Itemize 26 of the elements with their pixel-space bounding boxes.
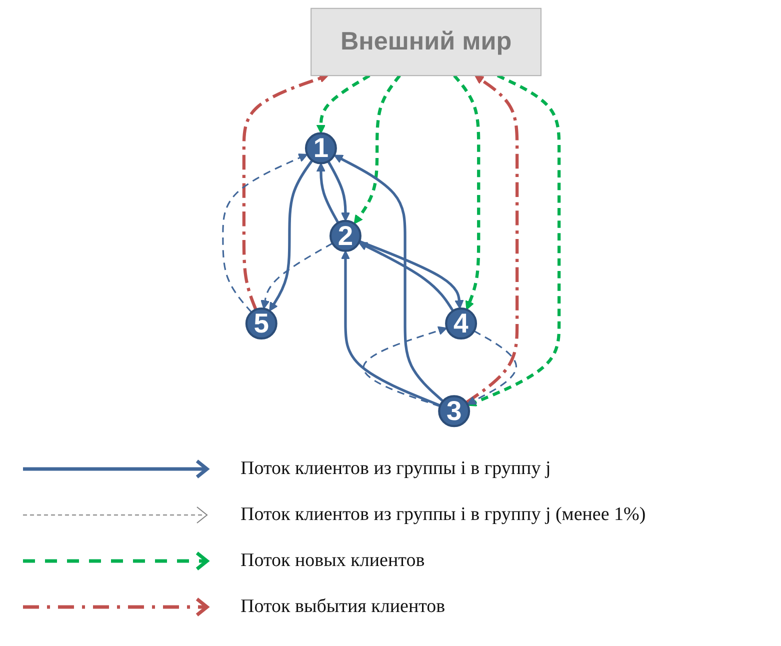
legend-label: Поток клиентов из группы i в группу j (менее 1%) [240,504,646,526]
arrow [362,326,447,408]
node-circle [328,220,361,252]
arrow [260,242,332,310]
arrow [222,154,308,313]
arrow [340,250,440,407]
flow-diagram: Внешний мир 1 3 5 2 4 [6,0,776,440]
arrow [452,74,480,310]
arrow [316,74,370,134]
legend-label: Поток выбытия клиентов [240,596,446,618]
arrow [333,154,444,402]
arrow [326,160,350,222]
arrow [268,160,313,312]
node-circle [438,395,470,428]
arrow [464,75,518,404]
legend-label: Поток новых клиентов [240,550,425,572]
node-box [310,8,542,76]
arrow [466,330,517,405]
legend-label: Поток клиентов из группы i в группу j [240,458,551,480]
node-circle [304,132,336,164]
arrow [353,74,400,224]
arrow [466,74,560,406]
node-circle [244,308,277,340]
arrow [316,162,339,224]
arrow [242,74,328,310]
node-circle [444,308,477,340]
